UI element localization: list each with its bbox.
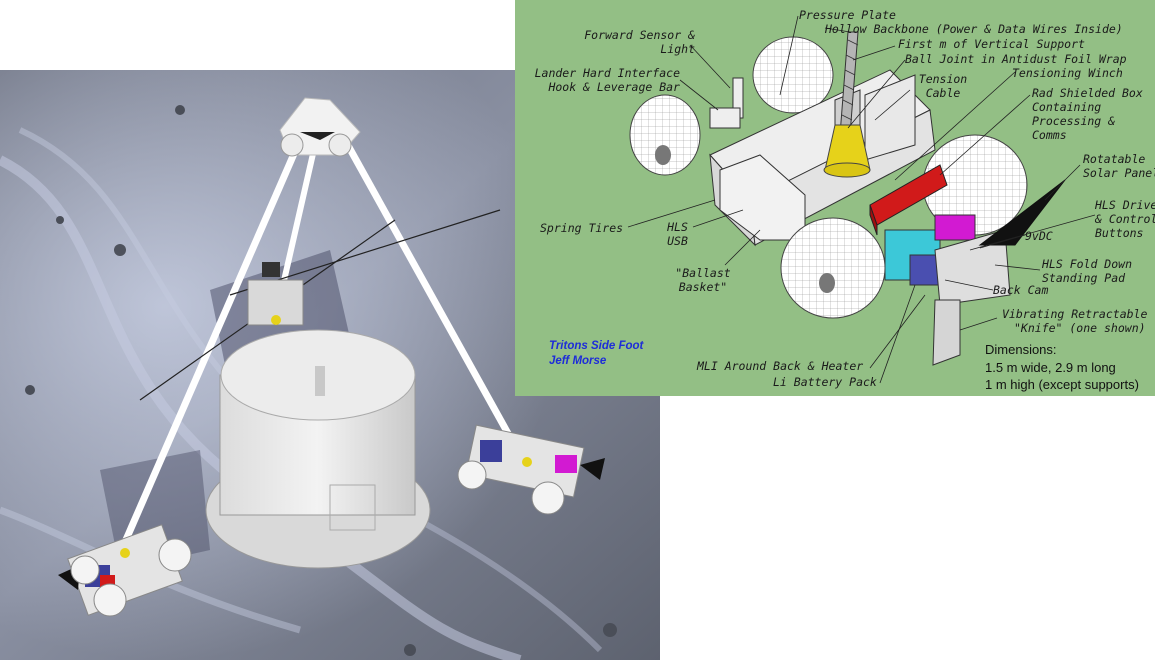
label-rotatable-solar-panel: Rotatable Solar Panel (1083, 152, 1155, 180)
tire-front-right (780, 217, 886, 319)
label-hls-drive-buttons: HLS Drive & Control Buttons (1095, 198, 1155, 240)
label-ball-joint: Ball Joint in Antidust Foil Wrap (905, 52, 1127, 66)
label-hls-usb: HLS USB (667, 220, 688, 248)
label-back-cam: Back Cam (993, 283, 1049, 297)
label-lander-interface: Lander Hard Interface Hook & Leverage Ba… (534, 66, 680, 94)
label-pressure-plate: Pressure Plate (799, 8, 896, 22)
label-mli: MLI Around Back & Heater (697, 359, 864, 373)
label-hls-fold-down-pad: HLS Fold Down Standing Pad (1042, 257, 1133, 285)
rover-diagram: Pressure Plate Hollow Backbone (Power & … (515, 0, 1155, 396)
dimensions-block: Dimensions: 1.5 m wide, 2.9 m long 1 m h… (985, 342, 1139, 392)
label-rad-shielded-box: Rad Shielded Box Containing Processing &… (1032, 86, 1143, 142)
tire-front-left (629, 94, 701, 176)
label-hollow-backbone: Hollow Backbone (Power & Data Wires Insi… (825, 22, 1123, 36)
label-forward-sensor: Forward Sensor & Light (584, 28, 695, 56)
credit-text: Tritons Side Foot Jeff Morse (549, 340, 644, 367)
label-vibrating-knife: Vibrating Retractable "Knife" (one shown… (1002, 307, 1148, 335)
label-9vdc: 9vDC (1025, 229, 1053, 243)
label-ballast-basket: "Ballast Basket" (675, 266, 731, 294)
label-first-m-vertical: First m of Vertical Support (898, 37, 1085, 51)
label-spring-tires: Spring Tires (540, 221, 624, 235)
label-li-battery: Li Battery Pack (773, 375, 877, 389)
label-tensioning-winch: Tensioning Winch (1012, 66, 1123, 80)
tire-back-left (752, 36, 834, 114)
label-tension-cable: Tension Cable (918, 72, 968, 100)
rover-drawing (627, 15, 1096, 384)
